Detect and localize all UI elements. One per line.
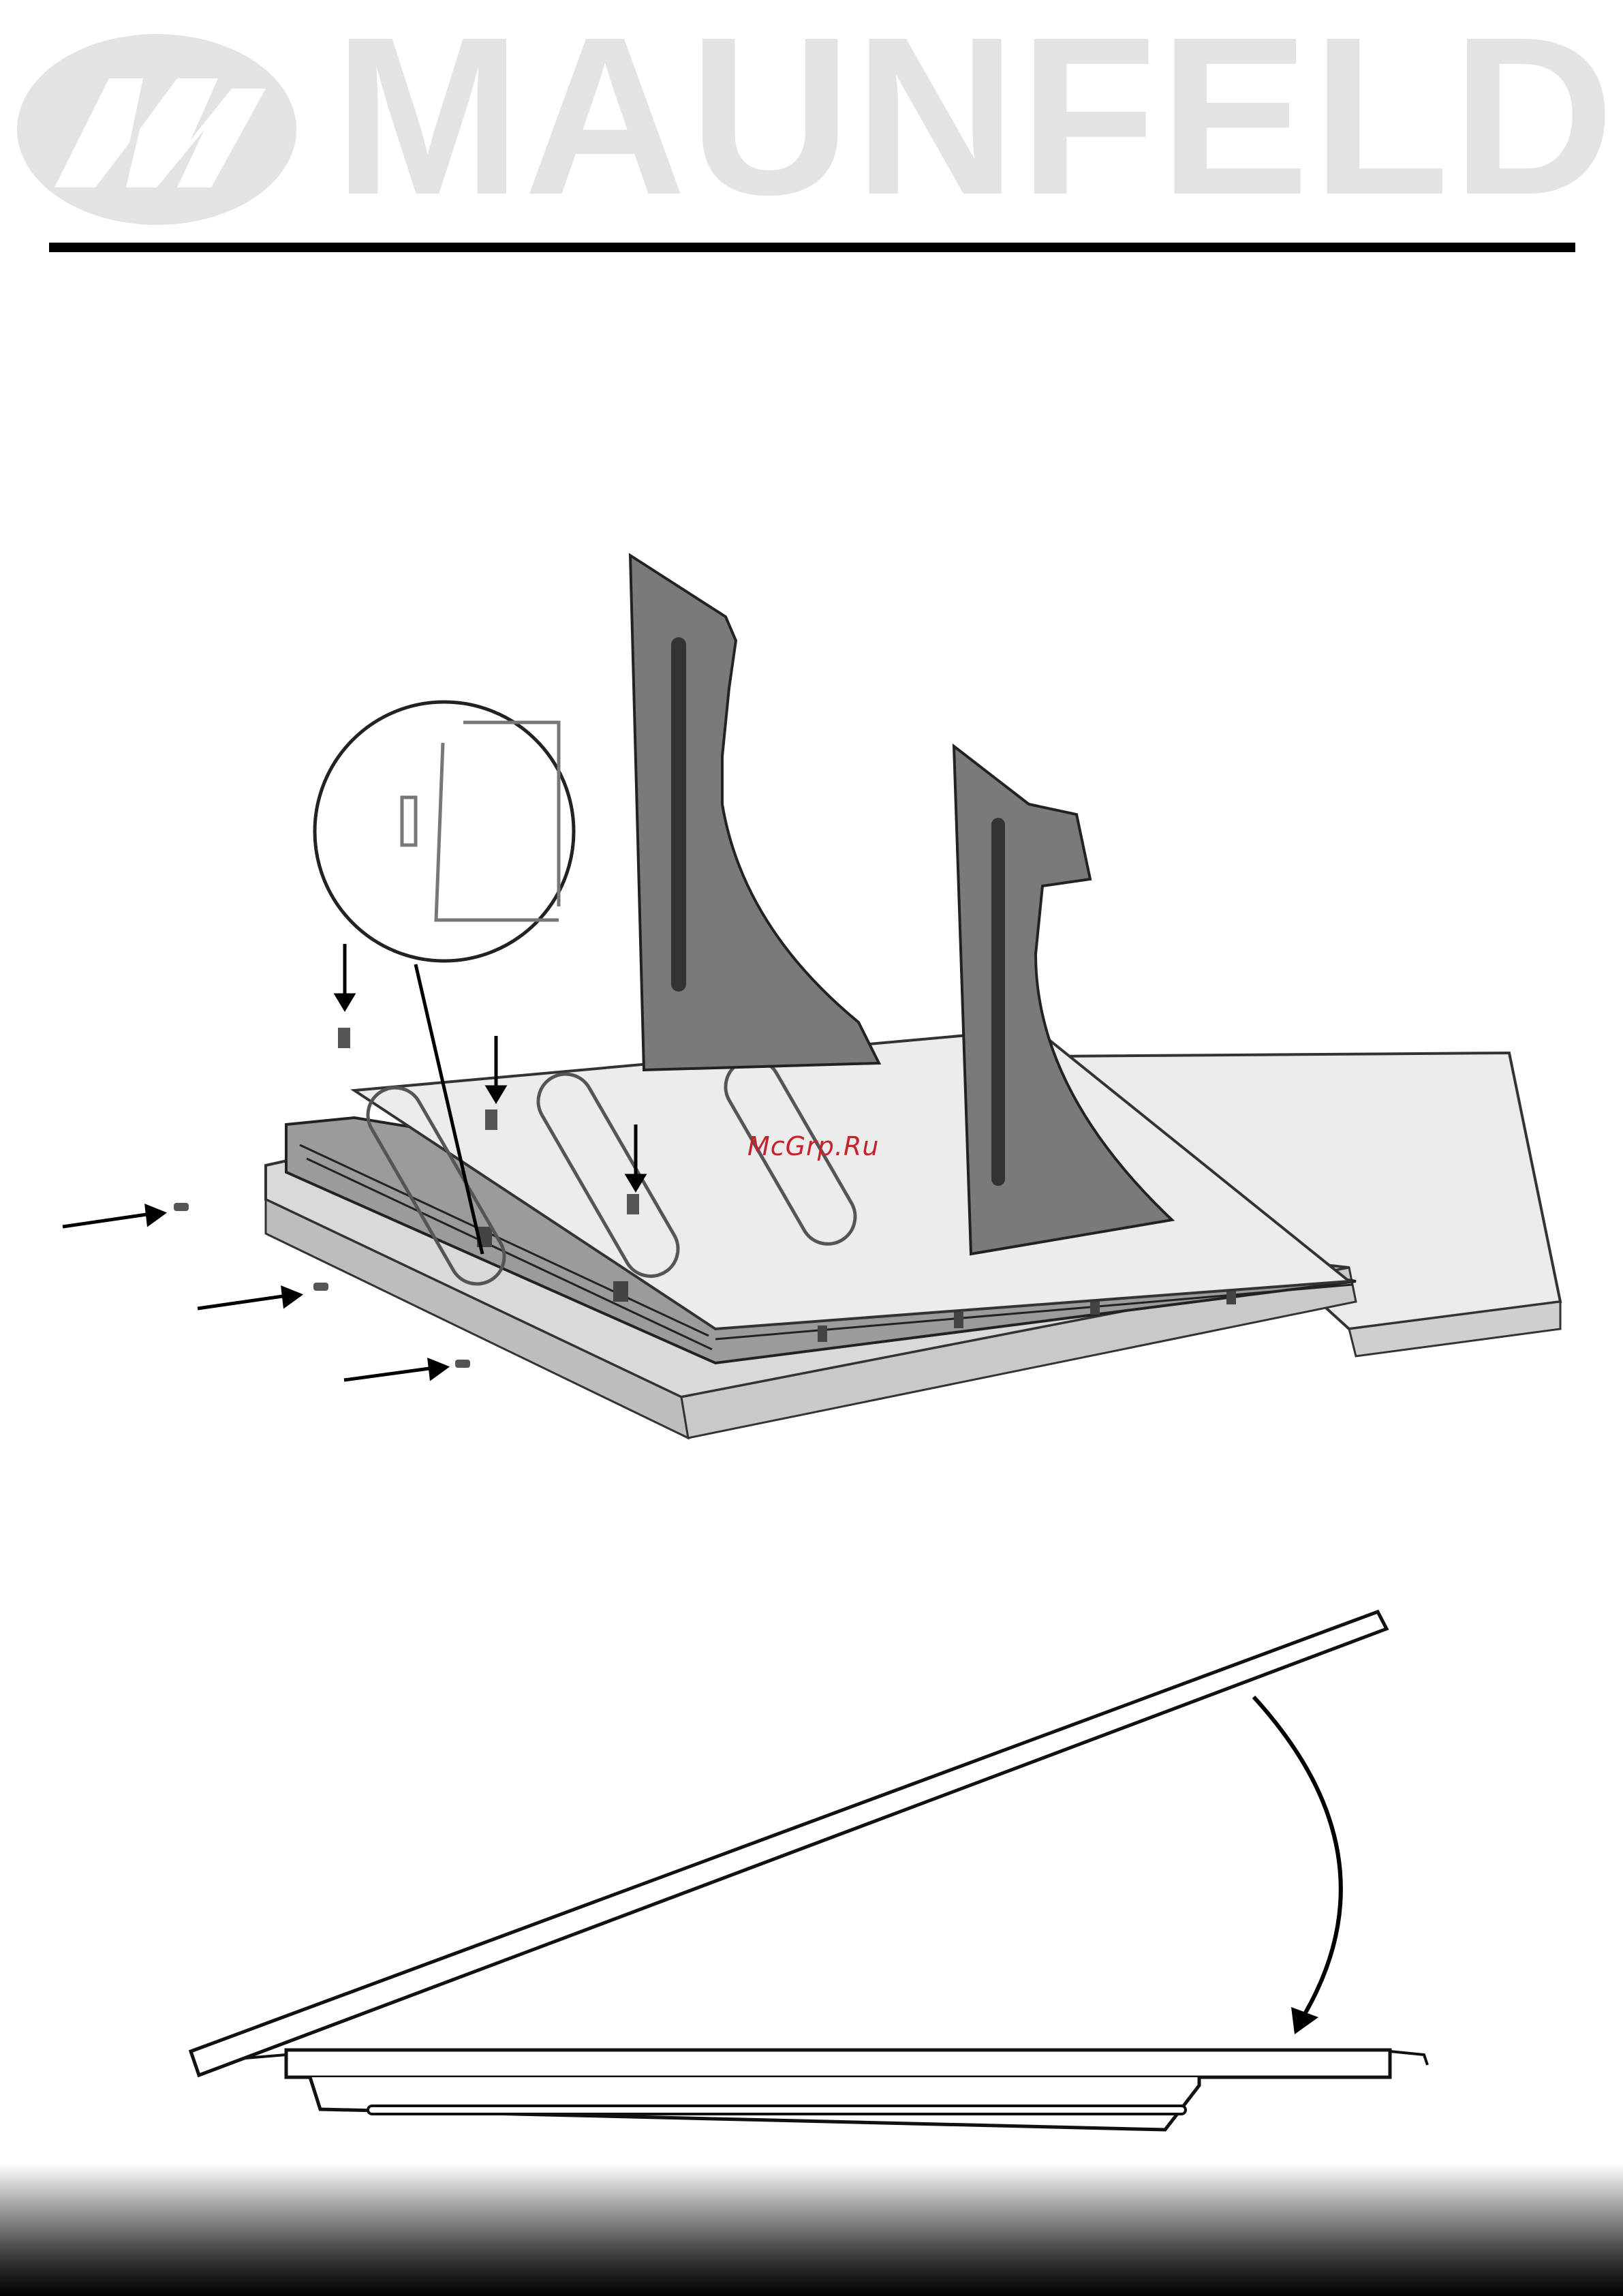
watermark-text: McGrp.Ru: [747, 1131, 879, 1161]
bracket-mounting-diagram: [0, 532, 1623, 1458]
brand-wordmark: MAUNFELD: [334, 14, 1617, 218]
footer-gradient-band: [0, 2164, 1623, 2296]
panel-lowering-diagram: [0, 1595, 1623, 2140]
page-header: MAUNFELD: [0, 0, 1623, 259]
maunfeld-m-logo-icon: [7, 27, 307, 232]
header-rule: [49, 243, 1575, 252]
